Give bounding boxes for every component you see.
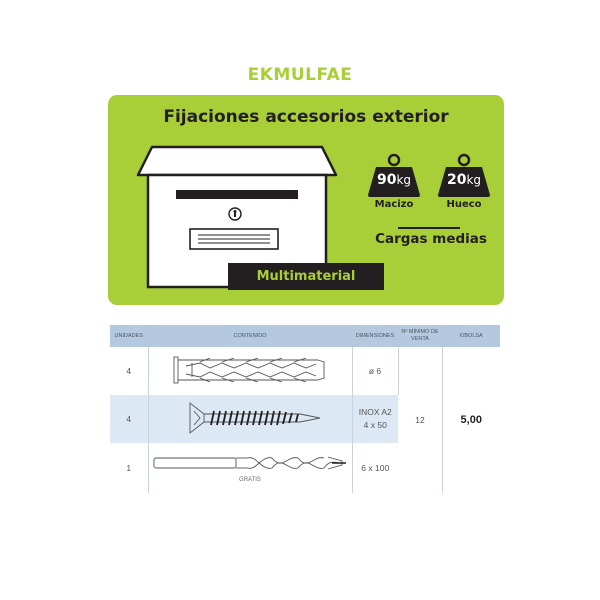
header-content: CONTENIDO <box>148 325 353 347</box>
dimensions-material: INOX A2 <box>358 407 392 417</box>
content-cell <box>148 395 353 443</box>
dimensions-cell: 6 x 100 <box>361 463 390 473</box>
table-row: 1 GRATIS 6 x 100 <box>110 443 500 493</box>
header-units: UNIDADES <box>110 325 149 347</box>
weight-icon <box>438 153 490 197</box>
content-cell: GRATIS <box>148 443 353 493</box>
weight-value: 20 <box>446 172 467 188</box>
free-note: GRATIS <box>239 477 261 483</box>
divider <box>398 227 460 229</box>
weight-ratings: 90kg Macizo 20kg Hueco <box>362 151 502 261</box>
product-info-card: Fijaciones accesorios exterior Multimate… <box>108 95 504 305</box>
screw-icon <box>189 402 321 434</box>
load-type: Cargas medias <box>375 231 487 247</box>
units-cell: 1 <box>110 443 149 493</box>
units-cell: 4 <box>110 347 149 395</box>
table-row: 4 <box>110 395 500 443</box>
header-min-sale: Nº MÍNIMO DE VENTA <box>398 325 443 347</box>
drill-bit-icon <box>153 456 346 470</box>
weight-macizo: 90kg Macizo <box>366 151 422 215</box>
units-cell: 4 <box>110 395 149 443</box>
material-badge: Multimaterial <box>228 263 384 290</box>
spec-table: UNIDADES CONTENIDO DIMENSIONES Nº MÍNIMO… <box>110 325 500 493</box>
weight-icon <box>368 153 420 197</box>
min-sale-cell: 12 <box>398 347 443 493</box>
dimensions-cell: ø 6 <box>352 347 399 395</box>
table-row: 4 ø 6 12 5, <box>110 347 500 493</box>
table-header-row: UNIDADES CONTENIDO DIMENSIONES Nº MÍNIMO… <box>110 325 500 347</box>
content-cell <box>148 347 353 395</box>
weight-label: Macizo <box>374 199 414 210</box>
price-cell: 5,00 <box>460 414 482 426</box>
weight-label: Hueco <box>446 199 482 210</box>
weight-unit: kg <box>466 173 482 187</box>
product-code: EKMULFAE <box>247 65 353 85</box>
weight-unit: kg <box>396 173 412 187</box>
card-title: Fijaciones accesorios exterior <box>163 107 449 127</box>
header-dimensions: DIMENSIONES <box>352 325 399 347</box>
dimensions-cell: INOX A2 4 x 50 <box>352 395 398 443</box>
weight-value: 90 <box>376 172 397 188</box>
dimensions-size: 4 x 50 <box>363 420 387 430</box>
weight-hueco: 20kg Hueco <box>436 151 492 215</box>
wall-plug-icon <box>173 356 325 384</box>
header-price: €/BOLSA <box>459 332 483 339</box>
